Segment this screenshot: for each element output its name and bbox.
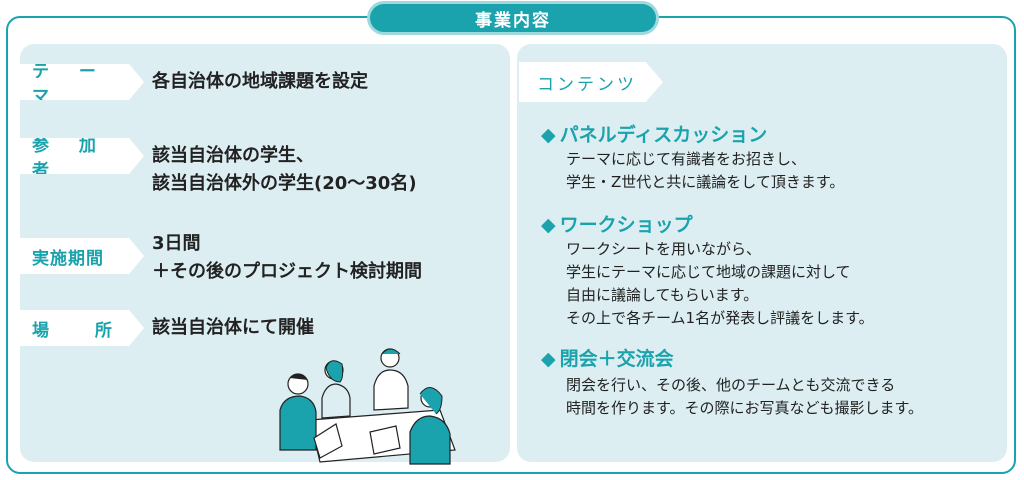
period-line-2: ＋その後のプロジェクト検討期間: [152, 261, 422, 282]
tag-participants: 参 加 者: [20, 138, 144, 174]
period-value: 3日間 ＋その後のプロジェクト検討期間: [152, 230, 422, 286]
body-line: 学生・Z世代と共に議論をして頂きます。: [566, 173, 845, 191]
body-line: 閉会を行い、その後、他のチームとも交流できる: [566, 376, 896, 394]
body-line: 自由に議論してもらいます。: [566, 286, 759, 304]
diamond-icon: ◆: [541, 348, 556, 370]
tag-venue: 場 所: [20, 310, 144, 346]
participants-value: 該当自治体の学生、 該当自治体外の学生(20〜30名): [152, 142, 417, 198]
meeting-people-illustration: [279, 348, 456, 465]
participants-line-1: 該当自治体の学生、: [152, 145, 314, 166]
theme-value: 各自治体の地域課題を設定: [152, 68, 368, 96]
theme-line: 各自治体の地域課題を設定: [152, 71, 368, 92]
section-closing-title: ◆閉会＋交流会: [541, 344, 674, 371]
body-line: テーマに応じて有識者をお招きし、: [566, 150, 807, 168]
contents-panel: [517, 44, 1007, 462]
participants-line-2: 該当自治体外の学生(20〜30名): [152, 173, 417, 194]
body-line: その上で各チーム1名が発表し評議をします。: [566, 309, 874, 327]
tag-period: 実施期間: [20, 238, 144, 274]
diamond-icon: ◆: [541, 124, 556, 146]
body-line: ワークシートを用いながら、: [566, 240, 762, 258]
venue-value: 該当自治体にて開催: [152, 314, 314, 342]
section-title-text: ワークショップ: [559, 214, 693, 236]
section-header: 事業内容: [370, 4, 656, 32]
section-workshop-body: ワークシートを用いながら、 学生にテーマに応じて地域の課題に対して 自由に議論し…: [566, 238, 874, 330]
section-workshop-title: ◆ワークショップ: [541, 210, 693, 237]
section-title-text: パネルディスカッション: [559, 124, 768, 146]
body-line: 学生にテーマに応じて地域の課題に対して: [566, 263, 851, 281]
section-title-text: 閉会＋交流会: [559, 348, 674, 370]
period-line-1: 3日間: [152, 233, 201, 254]
section-closing-body: 閉会を行い、その後、他のチームとも交流できる 時間を作ります。その際にお写真など…: [566, 374, 923, 420]
section-panel-discussion-title: ◆パネルディスカッション: [541, 120, 767, 147]
section-panel-discussion-body: テーマに応じて有識者をお招きし、 学生・Z世代と共に議論をして頂きます。: [566, 148, 844, 194]
tag-theme: テ ー マ: [20, 64, 144, 100]
header-title: 事業内容: [475, 10, 551, 31]
tag-contents: コンテンツ: [519, 62, 663, 102]
body-line: 時間を作ります。その際にお写真なども撮影します。: [566, 399, 924, 417]
diamond-icon: ◆: [541, 214, 556, 236]
venue-line: 該当自治体にて開催: [152, 317, 314, 338]
